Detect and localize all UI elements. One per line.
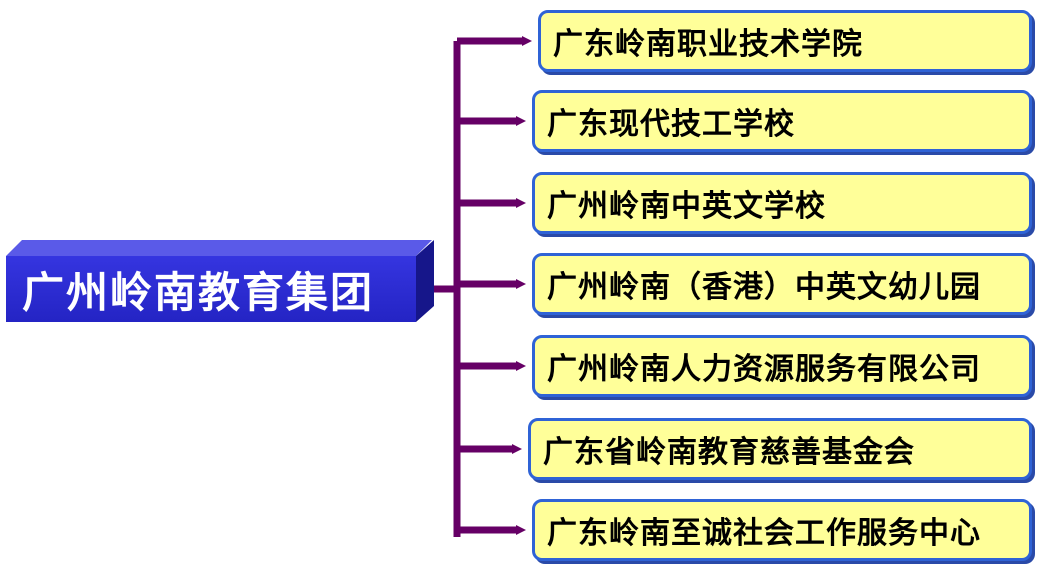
child-box: 广州岭南（香港）中英文幼儿园	[532, 253, 1032, 315]
root-box	[6, 256, 416, 322]
child-box: 广东岭南职业技术学院	[538, 10, 1032, 72]
child-label: 广东岭南至诚社会工作服务中心	[547, 516, 981, 551]
child-box: 广州岭南人力资源服务有限公司	[532, 335, 1032, 397]
child-box: 广东岭南至诚社会工作服务中心	[532, 499, 1032, 561]
child-label: 广东岭南职业技术学院	[553, 27, 863, 62]
root-label: 广州岭南教育集团	[22, 267, 375, 317]
child-label: 广州岭南人力资源服务有限公司	[547, 352, 981, 387]
root-box-side-face	[416, 240, 434, 322]
child-box: 广东省岭南教育慈善基金会	[528, 418, 1032, 480]
child-label: 广州岭南中英文学校	[547, 189, 826, 224]
connector-branches	[457, 36, 532, 535]
child-label: 广东省岭南教育慈善基金会	[543, 435, 915, 470]
root-box-top-face	[6, 240, 432, 256]
child-box: 广东现代技工学校	[532, 90, 1032, 152]
child-box: 广州岭南中英文学校	[532, 172, 1032, 234]
child-label: 广州岭南（香港）中英文幼儿园	[547, 270, 981, 305]
child-label: 广东现代技工学校	[547, 107, 795, 142]
